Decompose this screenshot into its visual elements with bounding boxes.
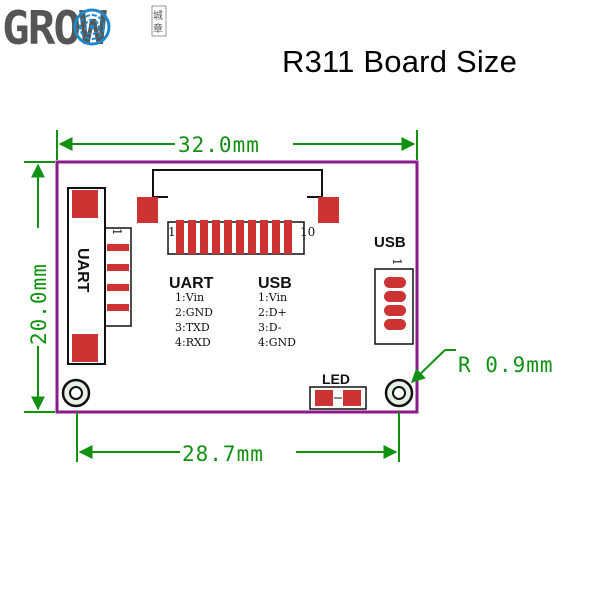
width-label: 32.0mm xyxy=(178,133,260,157)
svg-text:章: 章 xyxy=(153,22,163,35)
usb-pin-4: 4:GND xyxy=(258,336,296,349)
width-dimension: 32.0mm xyxy=(56,130,418,160)
uart-pin-1: 1:Vin xyxy=(175,291,204,304)
uart-connector-label: UART xyxy=(74,248,91,293)
fpc-pin-last-label: 10 xyxy=(300,225,315,239)
usb-pin-3: 3:D- xyxy=(258,321,282,334)
page-title: R311 Board Size xyxy=(282,44,518,79)
uart-pinout: UART 1:Vin 2:GND 3:TXD 4:RXD xyxy=(169,275,214,349)
led: LED xyxy=(309,371,367,410)
fpc-connector: 1 10 xyxy=(137,169,339,255)
height-label: 20.0mm xyxy=(27,263,51,345)
usb-connector-label: USB xyxy=(374,234,406,251)
usb-pinout-header: USB xyxy=(258,275,292,292)
grow-logo: GROW 城 章 xyxy=(0,0,170,57)
fpc-pins xyxy=(176,220,292,254)
mounting-hole-left xyxy=(61,378,91,408)
hole-radius-callout: R 0.9mm xyxy=(410,349,554,383)
height-dimension: 20.0mm xyxy=(24,161,55,413)
svg-text:城: 城 xyxy=(153,10,163,22)
usb-pin1-marker: 1 xyxy=(390,258,404,266)
fpc-pin-first-label: 1 xyxy=(168,225,176,239)
uart-pin-4: 4:RXD xyxy=(175,336,211,349)
hole-radius-label: R 0.9mm xyxy=(458,353,554,377)
usb-connector: USB 1 xyxy=(374,234,414,345)
usb-pin-1: 1:Vin xyxy=(258,291,287,304)
hole-spacing-dimension: 28.7mm xyxy=(76,412,400,466)
fingerprint-icon xyxy=(73,8,111,46)
uart-connector: 1 UART xyxy=(67,187,132,365)
usb-pin-2: 2:D+ xyxy=(258,306,287,319)
uart-pinout-header: UART xyxy=(169,275,214,292)
uart-pin-3: 3:TXD xyxy=(175,321,210,334)
hole-spacing-label: 28.7mm xyxy=(182,442,264,466)
seal-stamp: 城 章 xyxy=(151,5,167,37)
mounting-hole-right xyxy=(384,378,414,408)
uart-pin-2: 2:GND xyxy=(175,306,213,319)
uart-pin1-marker: 1 xyxy=(110,228,124,236)
usb-pinout: USB 1:Vin 2:D+ 3:D- 4:GND xyxy=(258,275,296,349)
led-label: LED xyxy=(322,371,350,387)
